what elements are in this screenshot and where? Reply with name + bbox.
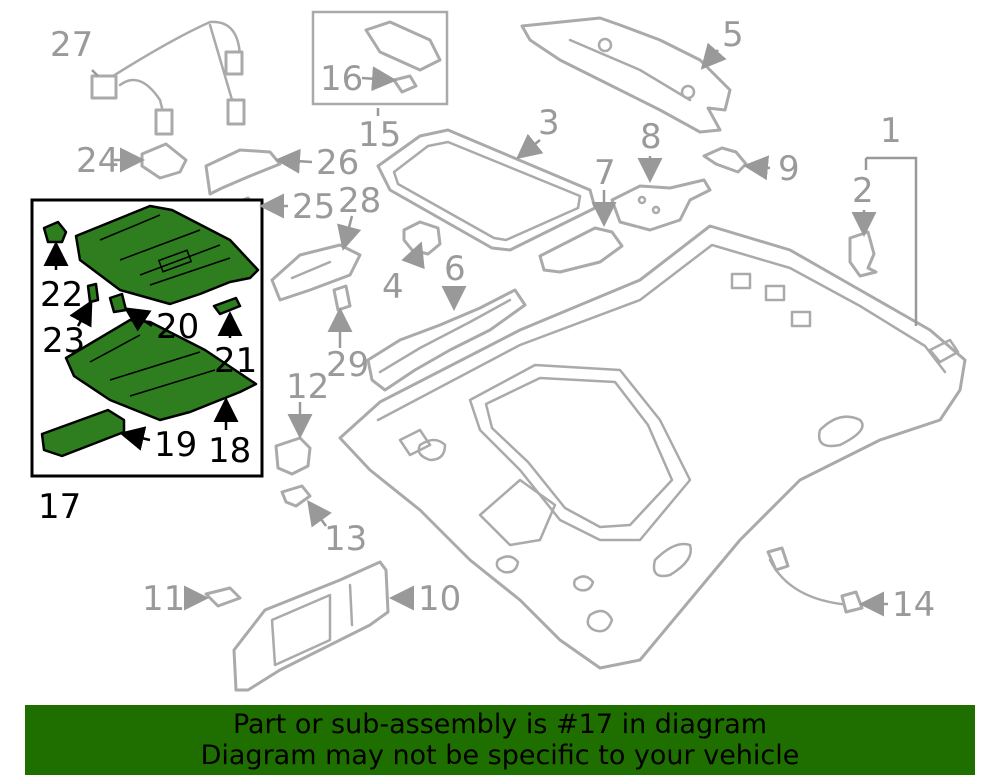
callout-13: 13 [324,519,367,559]
callout-14: 14 [892,585,935,625]
callout-23: 23 [42,321,85,361]
lamp-part-28 [270,243,362,302]
sub-assembly-box-part-15 [311,10,449,106]
sun-visor-part-10 [232,560,390,692]
bulb-part-29 [332,284,352,312]
leader-lines-highlight [43,241,243,451]
callout-7: 7 [594,153,616,193]
lamp-part-24 [140,142,188,180]
callout-1: 1 [880,111,902,151]
sub-assembly-box-part-17 [30,198,264,478]
bracket-part-7 [538,226,624,274]
callout-20: 20 [156,307,199,347]
callout-3: 3 [538,103,560,143]
cover-part-11 [204,586,242,608]
holder-part-12 [274,436,312,476]
clip-part-9 [702,146,748,174]
panel-part-5 [520,16,732,134]
bracket-part-8 [610,178,712,232]
callout-27: 27 [50,25,93,65]
bracket-part-4 [402,220,442,256]
callout-10: 10 [418,579,461,619]
callout-6: 6 [444,249,466,289]
callout-24: 24 [76,141,119,181]
wire-harness-part-27 [90,20,246,136]
callout-4: 4 [382,267,404,307]
headliner-part-1 [338,224,967,670]
callout-22: 22 [40,275,83,315]
callout-15: 15 [358,115,401,155]
info-banner: Part or sub-assembly is #17 in diagram D… [25,705,975,775]
callout-16: 16 [320,59,363,99]
callout-9: 9 [778,149,800,189]
clip-part-2 [848,230,878,278]
callout-11: 11 [142,579,185,619]
leader-lines [91,42,918,617]
callout-26: 26 [316,143,359,183]
callout-8: 8 [640,117,662,157]
grab-handle-part-14 [766,546,864,614]
callout-21: 21 [214,341,257,381]
callout-labels: 1 2 3 4 5 6 7 8 9 10 11 12 13 14 15 16 1… [38,15,935,625]
callout-18: 18 [208,431,251,471]
clip-part-13 [280,484,312,508]
callout-17: 17 [38,487,81,527]
bracket-part-26 [204,148,282,196]
callout-2: 2 [852,171,874,211]
callout-28: 28 [338,181,381,221]
banner-line-2: Diagram may not be specific to your vehi… [200,740,800,771]
callout-19: 19 [154,425,197,465]
callout-12: 12 [286,367,329,407]
rail-part-6 [366,288,527,392]
callout-5: 5 [722,15,744,55]
banner-line-1: Part or sub-assembly is #17 in diagram [232,709,768,740]
callout-29: 29 [326,345,369,385]
callout-25: 25 [292,187,335,227]
